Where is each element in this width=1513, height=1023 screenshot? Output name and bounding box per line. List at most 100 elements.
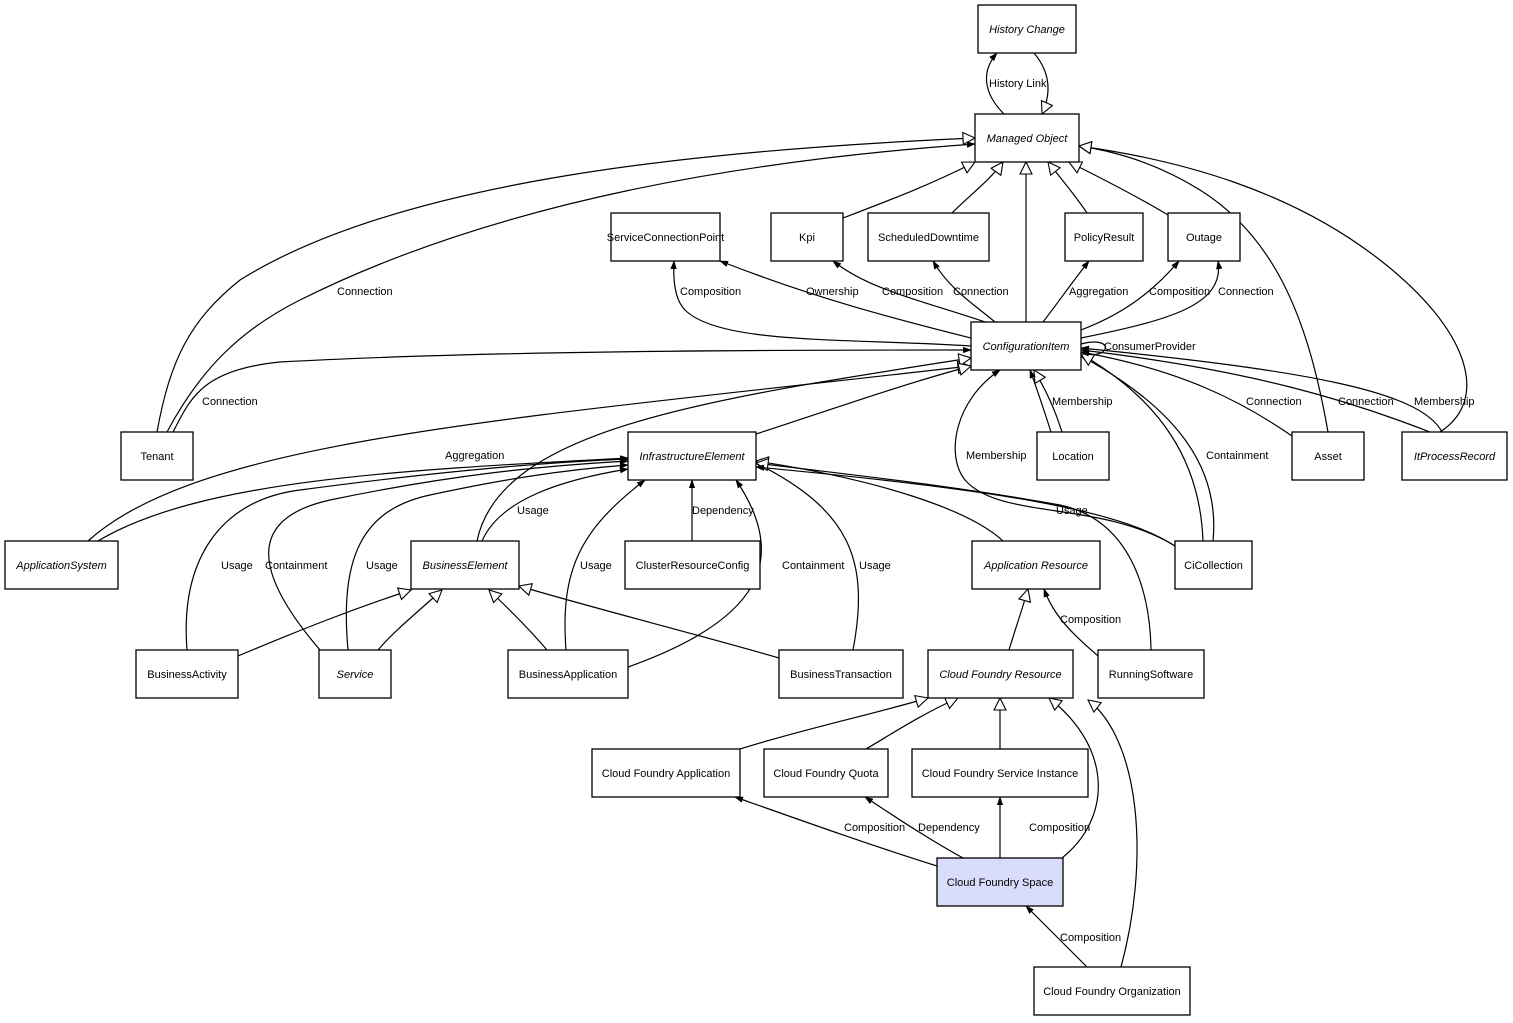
class-box[interactable] [1174,540,1253,590]
association-edge-configuration_item-to-scheduled_downtime[interactable] [932,260,996,323]
class-node-managed-object[interactable]: Managed Object [974,113,1080,163]
generalization-arrow[interactable] [519,586,780,659]
association-arrow[interactable] [172,346,972,433]
association-edge-business_transaction-to-infrastructure_element[interactable] [755,462,860,651]
generalization-arrow[interactable] [865,698,958,750]
association-edge-service-to-infrastructure_element[interactable] [345,462,629,651]
generalization-arrow[interactable] [1048,162,1088,214]
inheritance-edge-location-to-configuration_item[interactable] [1034,370,1063,433]
inheritance-edge-asset-to-managed_object[interactable] [1079,146,1329,433]
association-edge-application_system-to-infrastructure_element[interactable] [97,455,629,542]
association-arrow[interactable] [1080,350,1293,437]
inheritance-edge-scheduled_downtime-to-managed_object[interactable] [951,162,1003,214]
generalization-arrow[interactable] [377,590,442,651]
association-edge-configuration_item-to-kpi[interactable] [832,260,986,323]
generalization-arrow[interactable] [87,366,970,542]
inheritance-edge-application_resource-to-infrastructure_element[interactable] [756,461,1004,542]
inheritance-edge-it_process_record-to-managed_object[interactable] [1079,146,1468,433]
generalization-arrow[interactable] [156,138,975,433]
class-box[interactable] [936,857,1064,907]
class-box[interactable] [1064,212,1144,262]
class-node-tenant[interactable]: Tenant [120,431,194,481]
association-arrow[interactable] [832,260,986,323]
association-edge-ci_collection-to-infrastructure_element[interactable] [755,464,1176,547]
class-node-history-change[interactable]: History Change [977,4,1077,54]
association-edge-running_software-to-application_resource[interactable] [1043,588,1099,657]
association-arrow[interactable] [755,464,1176,547]
class-node-infrastructure-element[interactable]: InfrastructureElement [627,431,757,481]
association-arrow[interactable] [932,260,996,323]
association-arrow[interactable] [1080,260,1223,339]
class-node-policy-result[interactable]: PolicyResult [1064,212,1144,262]
class-node-application-resource[interactable]: Application Resource [971,540,1101,590]
class-box[interactable] [970,321,1082,371]
generalization-arrow[interactable] [756,461,1004,542]
class-node-location[interactable]: Location [1036,431,1110,481]
association-arrow[interactable] [1043,588,1099,657]
generalization-arrow[interactable] [1088,700,1138,968]
association-arrow[interactable] [1080,347,1441,437]
association-arrow[interactable] [985,52,1005,115]
association-arrow[interactable] [1042,260,1090,323]
inheritance-edge-cloud_foundry_resource-to-application_resource[interactable] [1008,589,1028,651]
inheritance-edge-kpi-to-managed_object[interactable] [842,162,975,219]
class-node-service[interactable]: Service [318,649,392,699]
generalization-arrow[interactable] [1008,589,1028,651]
association-arrow[interactable] [670,260,972,347]
generalization-arrow[interactable] [1034,370,1063,433]
association-edge-ci_collection-to-configuration_item[interactable] [954,369,1176,547]
class-box[interactable] [410,540,520,590]
generalization-arrow[interactable] [951,162,1003,214]
association-arrow[interactable] [1029,369,1052,433]
association-arrow[interactable] [734,796,938,867]
inheritance-edge-business_element-to-configuration_item[interactable] [476,358,971,542]
association-edge-it_process_record-to-configuration_item[interactable] [1080,345,1443,433]
association-arrow[interactable] [564,479,646,651]
association-edge-tenant-to-managed_object[interactable] [166,141,976,433]
association-edge-cloud_foundry_space-to-cloud_foundry_application[interactable] [734,796,938,867]
inheritance-edge-business_activity-to-business_element[interactable] [237,590,411,657]
inheritance-edge-tenant-to-managed_object[interactable] [156,138,975,433]
generalization-arrow[interactable] [842,162,975,219]
association-edge-cloud_foundry_organization-to-cloud_foundry_space[interactable] [1025,905,1088,968]
class-node-kpi[interactable]: Kpi [770,212,844,262]
association-edge-asset-to-configuration_item[interactable] [1080,350,1293,437]
class-box[interactable] [135,649,239,699]
class-box[interactable] [627,431,757,481]
association-edge-configuration_item-to-service_connection_point[interactable] [670,260,972,347]
class-node-cloud-foundry-service-instance[interactable]: Cloud Foundry Service Instance [911,748,1089,798]
association-arrow[interactable] [755,462,860,651]
class-box[interactable] [763,748,889,798]
class-node-configuration-item[interactable]: ConfigurationItem [970,321,1082,371]
class-node-service-connection-point[interactable]: ServiceConnectionPoint [607,212,724,262]
class-box[interactable] [971,540,1101,590]
class-node-scheduled-downtime[interactable]: ScheduledDowntime [867,212,990,262]
class-node-cloud-foundry-organization[interactable]: Cloud Foundry Organization [1033,966,1191,1016]
class-box[interactable] [911,748,1089,798]
class-box[interactable] [610,212,721,262]
class-node-cluster-resource-config[interactable]: ClusterResourceConfig [624,540,761,590]
generalization-arrow[interactable] [1081,354,1204,542]
class-node-cloud-foundry-space[interactable]: Cloud Foundry Space [936,857,1064,907]
inheritance-edge-ci_collection-to-configuration_item[interactable] [1081,354,1204,542]
class-box[interactable] [1401,431,1508,481]
association-edge-configuration_item-to-service_connection_point[interactable] [719,260,972,339]
inheritance-edge-application_system-to-configuration_item[interactable] [87,366,970,542]
class-box[interactable] [867,212,990,262]
association-arrow[interactable] [345,462,629,651]
class-box[interactable] [318,649,392,699]
generalization-arrow[interactable] [1049,698,1099,859]
class-node-business-activity[interactable]: BusinessActivity [135,649,239,699]
class-box[interactable] [591,748,741,798]
class-box[interactable] [778,649,904,699]
inheritance-edge-cloud_foundry_organization-to-cloud_foundry_resource[interactable] [1088,700,1138,968]
class-node-cloud-foundry-quota[interactable]: Cloud Foundry Quota [763,748,889,798]
inheritance-edge-cloud_foundry_space-to-cloud_foundry_resource[interactable] [1049,698,1099,859]
association-edge-configuration_item-to-policy_result[interactable] [1042,260,1090,323]
class-box[interactable] [1033,966,1191,1016]
class-box[interactable] [927,649,1074,699]
association-arrow[interactable] [1080,260,1180,331]
inheritance-edge-service-to-business_element[interactable] [377,590,442,651]
class-node-cloud-foundry-application[interactable]: Cloud Foundry Application [591,748,741,798]
generalization-arrow[interactable] [1069,162,1169,216]
